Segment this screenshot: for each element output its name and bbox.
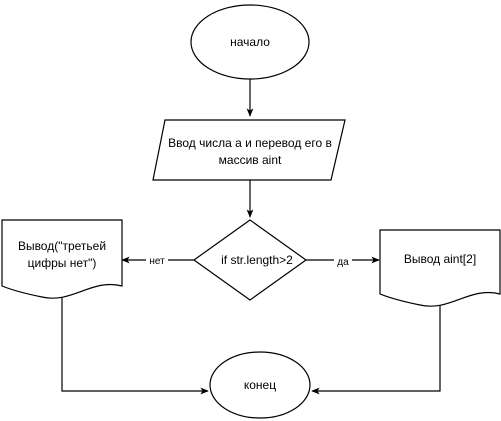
edge-label-no: нет: [146, 253, 168, 267]
edge-label-no-text: нет: [149, 256, 165, 267]
input-node: Ввод числа а и перевод его в массив aint: [152, 119, 346, 181]
edge-output-yes-to-end: [311, 295, 441, 395]
decision-node: if str.length>2: [192, 219, 308, 301]
output-no-node: Вывод("третьей цифры нет"): [1, 219, 123, 299]
input-node-label-line1: Ввод числа а и перевод его в: [168, 136, 332, 150]
start-node-label: начало: [230, 35, 270, 49]
input-node-label-line2: массив aint: [219, 153, 282, 167]
output-yes-label: Вывод aint[2]: [404, 252, 476, 266]
end-node: конец: [209, 351, 311, 419]
edge-output-no-to-end: [61, 290, 209, 395]
edge-label-yes: да: [334, 254, 352, 268]
end-node-label: конец: [244, 378, 276, 392]
start-node: начало: [190, 4, 310, 80]
decision-node-label: if str.length>2: [221, 253, 293, 267]
output-no-label-line1: Вывод("третьей: [18, 239, 106, 253]
output-no-label-line2: цифры нет"): [28, 256, 97, 270]
edge-label-yes-text: да: [337, 257, 349, 268]
output-yes-node: Вывод aint[2]: [379, 229, 501, 307]
